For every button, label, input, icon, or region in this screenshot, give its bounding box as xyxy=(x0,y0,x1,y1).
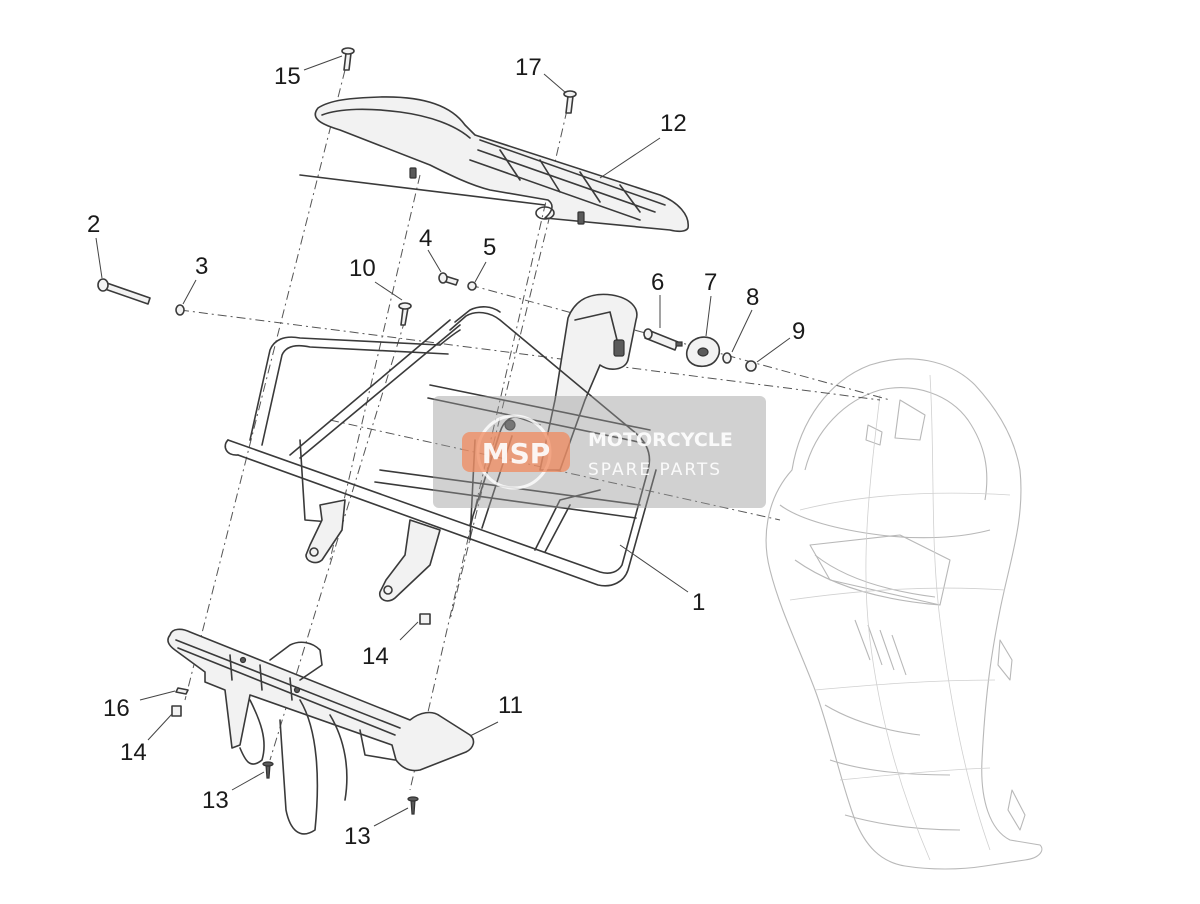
callout-3: 3 xyxy=(195,253,208,280)
watermark-line1: MOTORCYCLE xyxy=(588,429,733,451)
callout-7: 7 xyxy=(704,269,717,296)
carrier-plate-part xyxy=(299,96,689,233)
leader-lines xyxy=(95,55,791,827)
callout-4: 4 xyxy=(419,225,432,252)
long-bolt-part xyxy=(97,278,151,305)
callout-6: 6 xyxy=(651,269,664,296)
small-washer-part xyxy=(467,281,477,291)
watermark: MSP MOTORCYCLE SPARE PARTS xyxy=(433,396,766,508)
self-tapping-screw-upper-part xyxy=(262,761,274,779)
rubber-bushing-part xyxy=(685,336,721,368)
callout-1: 1 xyxy=(692,589,705,616)
callout-5: 5 xyxy=(483,234,496,261)
washer-part xyxy=(175,304,185,316)
grommet-lower-part xyxy=(171,705,182,717)
callout-11: 11 xyxy=(498,692,523,719)
callout-14-lower: 14 xyxy=(120,739,147,766)
callout-13-lower: 13 xyxy=(344,823,371,850)
clip-part xyxy=(175,687,189,695)
callout-16: 16 xyxy=(103,695,130,722)
callout-9: 9 xyxy=(792,318,805,345)
bolt-part xyxy=(438,272,459,286)
callout-12: 12 xyxy=(660,110,687,137)
callout-2: 2 xyxy=(87,211,100,238)
watermark-line2: SPARE PARTS xyxy=(588,460,722,480)
callout-13-upper: 13 xyxy=(202,787,229,814)
callout-10: 10 xyxy=(349,255,376,282)
lower-cover-part xyxy=(167,628,475,835)
callout-14-upper: 14 xyxy=(362,643,389,670)
washer-9-part xyxy=(745,360,757,372)
washer-8-part xyxy=(722,352,732,364)
screw-15-part xyxy=(341,47,355,71)
screw-17-part xyxy=(563,90,577,114)
spacer-part xyxy=(643,328,683,351)
callout-17: 17 xyxy=(515,54,542,81)
callout-15: 15 xyxy=(274,63,301,90)
screw-10-part xyxy=(398,302,412,326)
callouts: 1 2 3 4 5 6 7 8 9 10 11 12 13 13 14 14 1… xyxy=(87,54,805,850)
leg-shield-ghost xyxy=(765,358,1043,870)
front-rack-frame-part xyxy=(224,293,657,602)
self-tapping-screw-lower-part xyxy=(407,796,419,815)
grommet-upper-part xyxy=(419,613,431,625)
callout-8: 8 xyxy=(746,284,759,311)
watermark-logo-text: MSP xyxy=(482,437,551,470)
